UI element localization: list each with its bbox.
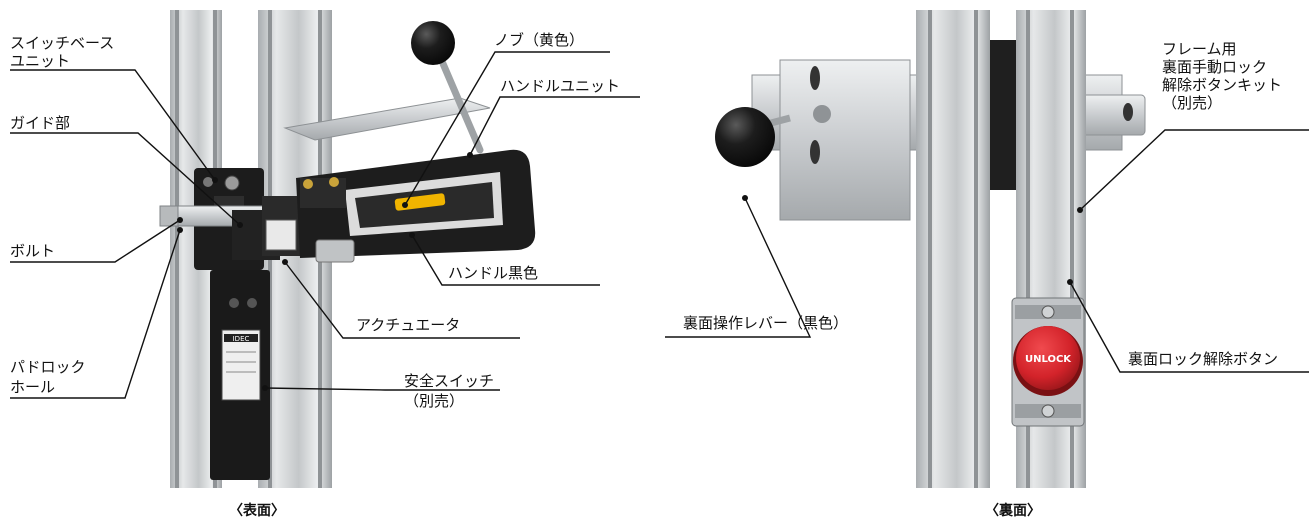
rear-knob — [715, 107, 775, 167]
label-rear-lever: 裏面操作レバー（黒色） — [683, 314, 849, 332]
label-actuator: アクチュエータ — [356, 316, 461, 334]
label-switch-base-unit-line2: ユニット — [10, 52, 71, 70]
label-kit-line1: フレーム用 — [1162, 40, 1237, 58]
lever-rod — [434, 48, 484, 154]
label-bolt: ボルト — [10, 242, 56, 260]
label-switch-base-unit-line1: スイッチベース — [10, 34, 115, 52]
label-handle-unit: ハンドルユニット — [500, 77, 621, 95]
caption-front: 〈表面〉 — [229, 503, 285, 519]
front-view: IDEC — [159, 10, 536, 488]
unlock-button — [1016, 326, 1080, 390]
label-safety-switch-line1: 安全スイッチ — [404, 372, 495, 390]
back-frame-left — [916, 10, 990, 488]
label-padlock-hole-line1: パドロック — [10, 358, 86, 376]
caption-back: 〈裏面〉 — [985, 503, 1041, 519]
label-kit-line2: 裏面手動ロック — [1162, 58, 1268, 76]
handle-bracket — [283, 97, 491, 141]
unlock-text: UNLOCK — [1025, 354, 1072, 365]
brand-text: IDEC — [233, 335, 250, 343]
label-knob: ノブ（黄色） — [494, 31, 585, 49]
leader-lines — [10, 51, 1309, 399]
label-padlock-hole-line2: ホール — [10, 378, 56, 396]
label-safety-switch-line2: （別売） — [404, 392, 465, 410]
label-guide: ガイド部 — [10, 114, 71, 132]
back-view: UNLOCK — [715, 10, 1146, 488]
label-kit-line3: 解除ボタンキット — [1162, 76, 1283, 94]
label-kit-line4: （別売） — [1162, 94, 1223, 112]
label-rear-button: 裏面ロック解除ボタン — [1128, 350, 1279, 368]
knob — [411, 21, 455, 65]
label-handle-black: ハンドル黒色 — [448, 264, 539, 282]
